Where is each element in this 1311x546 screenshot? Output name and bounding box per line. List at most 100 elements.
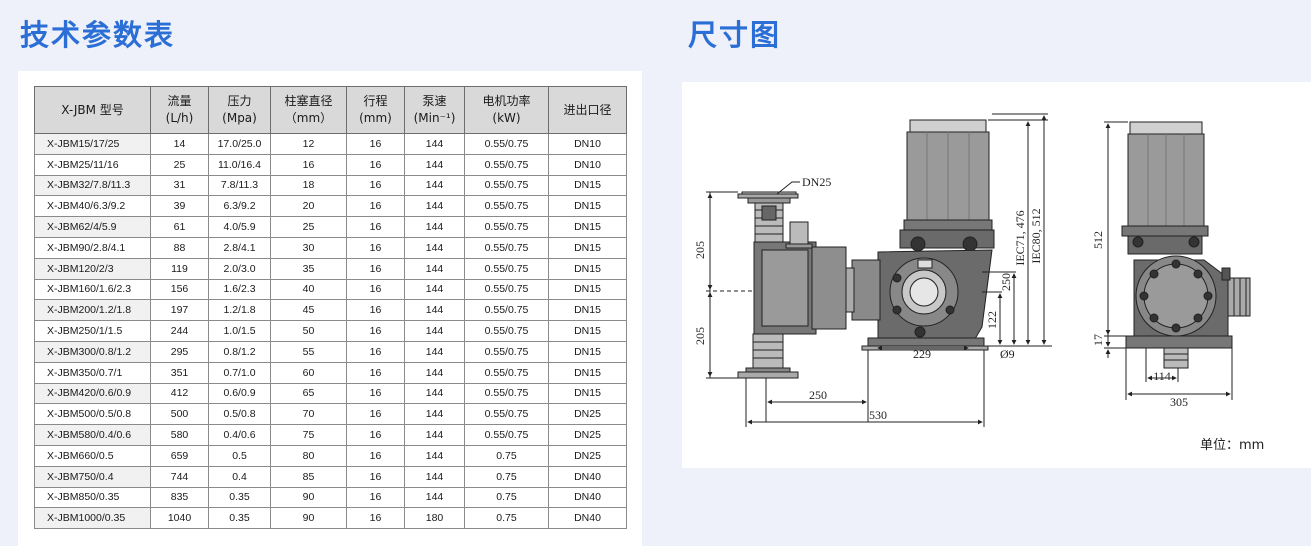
table-cell: 1.2/1.8 — [208, 299, 271, 322]
table-cell: 144 — [404, 195, 465, 218]
table-cell: 16 — [346, 382, 405, 405]
table-cell: 90 — [270, 486, 347, 509]
table-cell: 144 — [404, 444, 465, 467]
table-cell: 144 — [404, 133, 465, 155]
table-cell: 156 — [150, 278, 209, 301]
table-cell: 0.35 — [208, 486, 271, 509]
table-cell: 0.8/1.2 — [208, 340, 271, 363]
dim-205-bottom: 205 — [693, 327, 707, 345]
column-header: 行程(mm) — [346, 86, 405, 134]
table-cell: DN15 — [548, 195, 627, 218]
spec-table: X-JBM 型号流量(L/h)压力(Mpa)柱塞直径（mm）行程(mm)泵速(M… — [34, 86, 627, 530]
table-cell: 144 — [404, 216, 465, 238]
dim-250-horizontal: 250 — [809, 388, 827, 402]
column-header: 进出口径 — [548, 86, 627, 134]
table-cell: DN15 — [548, 278, 627, 301]
column-header: X-JBM 型号 — [34, 86, 151, 134]
table-cell: DN40 — [548, 486, 627, 509]
table-cell: 144 — [404, 320, 465, 342]
dim-17: 17 — [1091, 334, 1105, 346]
table-cell: 0.55/0.75 — [464, 153, 549, 176]
model-cell: X-JBM850/0.35 — [34, 486, 151, 509]
table-cell: 75 — [270, 424, 347, 446]
table-cell: 744 — [150, 465, 209, 488]
table-cell: 0.4 — [208, 465, 271, 488]
table-cell: 16 — [346, 320, 405, 342]
table-cell: DN10 — [548, 133, 627, 155]
column-header-title: 柱塞直径 — [284, 94, 333, 108]
table-cell: 2.8/4.1 — [208, 236, 271, 259]
table-cell: 0.5 — [208, 444, 271, 467]
table-cell: 16 — [346, 444, 405, 467]
table-cell: 1.0/1.5 — [208, 320, 271, 342]
table-cell: 30 — [270, 236, 347, 259]
dim-phi9: Ø9 — [1000, 347, 1015, 361]
table-cell: 144 — [404, 153, 465, 176]
column-header-unit: (L/h) — [165, 111, 194, 125]
dn-label: DN25 — [802, 175, 831, 189]
dim-305: 305 — [1170, 395, 1188, 409]
table-cell: 835 — [150, 486, 209, 509]
table-cell: 0.55/0.75 — [464, 278, 549, 301]
table-cell: 144 — [404, 486, 465, 509]
column-header-title: X-JBM 型号 — [61, 102, 124, 117]
table-cell: DN15 — [548, 320, 627, 342]
model-cell: X-JBM350/0.7/1 — [34, 361, 151, 384]
dim-114: 114 — [1153, 369, 1171, 383]
column-header-unit: （mm） — [284, 111, 333, 125]
spec-table-panel: X-JBM 型号流量(L/h)压力(Mpa)柱塞直径（mm）行程(mm)泵速(M… — [18, 71, 642, 546]
model-cell: X-JBM1000/0.35 — [34, 507, 151, 530]
table-cell: 0.55/0.75 — [464, 133, 549, 155]
column-header-title: 电机功率 — [482, 94, 531, 108]
table-cell: 50 — [270, 320, 347, 342]
table-cell: DN25 — [548, 403, 627, 426]
table-cell: 18 — [270, 174, 347, 197]
model-cell: X-JBM120/2/3 — [34, 257, 151, 280]
table-cell: 0.75 — [464, 444, 549, 467]
table-cell: 144 — [404, 299, 465, 322]
side-motor-cap — [1129, 121, 1203, 135]
table-cell: 0.6/0.9 — [208, 382, 271, 405]
table-cell: DN15 — [548, 257, 627, 280]
table-cell: 1040 — [150, 507, 209, 530]
table-cell: 39 — [150, 195, 209, 218]
table-cell: 659 — [150, 444, 209, 467]
table-cell: 88 — [150, 236, 209, 259]
model-cell: X-JBM300/0.8/1.2 — [34, 340, 151, 363]
table-cell: 144 — [404, 340, 465, 363]
table-cell: 412 — [150, 382, 209, 405]
table-cell: 85 — [270, 465, 347, 488]
table-cell: 16 — [346, 340, 405, 363]
table-cell: 0.55/0.75 — [464, 382, 549, 405]
table-cell: 244 — [150, 320, 209, 342]
table-cell: DN15 — [548, 382, 627, 405]
table-cell: 144 — [404, 236, 465, 259]
table-cell: 0.75 — [464, 507, 549, 530]
table-cell: 351 — [150, 361, 209, 384]
column-header: 压力(Mpa) — [208, 86, 271, 134]
table-cell: 7.8/11.3 — [208, 174, 271, 197]
table-cell: DN15 — [548, 174, 627, 197]
column-header-unit: (kW) — [492, 111, 521, 125]
table-cell: 25 — [150, 153, 209, 176]
column-header-title: 泵速 — [422, 94, 447, 108]
table-cell: 119 — [150, 257, 209, 280]
table-cell: 11.0/16.4 — [208, 153, 271, 176]
dim-205-top: 205 — [693, 241, 707, 259]
table-cell: DN15 — [548, 340, 627, 363]
table-cell: 16 — [346, 153, 405, 176]
table-cell: 0.55/0.75 — [464, 340, 549, 363]
table-cell: 65 — [270, 382, 347, 405]
table-cell: 4.0/5.9 — [208, 216, 271, 238]
